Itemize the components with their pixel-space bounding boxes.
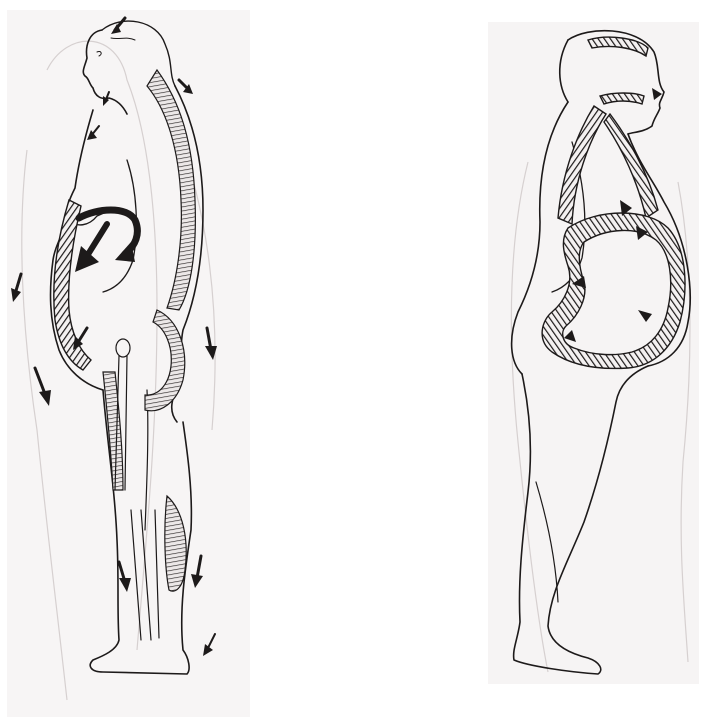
thigh-muscle <box>103 372 123 490</box>
thoracic-front-band <box>604 114 658 218</box>
femur-head <box>116 339 130 357</box>
abdominal-cavity-ring <box>542 213 685 368</box>
gluteal-muscle-band <box>145 310 185 411</box>
right-figure-panel <box>488 22 699 684</box>
thoracic-cavity-band <box>558 106 606 224</box>
oral-band <box>600 93 644 104</box>
diagonal-arrowhead <box>75 246 99 272</box>
left-figure-panel <box>7 10 250 717</box>
diagonal-flow-arrow <box>87 224 107 256</box>
back-muscle-chain <box>147 70 195 310</box>
front-abdominal-band <box>54 200 91 370</box>
cranial-band <box>588 37 648 56</box>
left-body-illustration <box>7 10 250 717</box>
calf-muscle <box>165 496 186 591</box>
right-body-illustration <box>488 22 699 684</box>
